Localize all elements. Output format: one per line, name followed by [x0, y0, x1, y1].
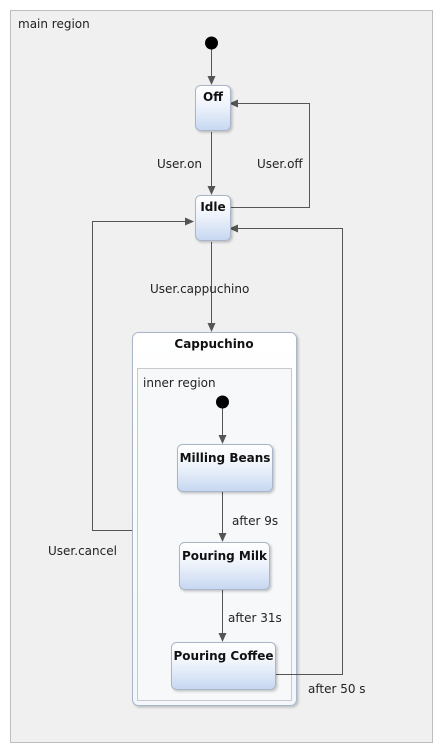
transition-label-user-on: User.on: [157, 157, 202, 171]
transition-label-after-50s: after 50 s: [308, 682, 366, 696]
main-region-label: main region: [18, 17, 90, 31]
state-pouring-milk[interactable]: Pouring Milk: [179, 542, 270, 590]
edge-coffee-to-idle: [229, 224, 343, 675]
state-milling-beans[interactable]: Milling Beans: [177, 444, 273, 492]
state-idle-name: Idle: [200, 200, 225, 214]
transition-label-after-9s: after 9s: [232, 514, 278, 528]
transition-label-user-cancel: User.cancel: [48, 544, 117, 558]
edge-cappuchino-to-idle: [92, 217, 194, 531]
transition-label-after-31s: after 31s: [228, 611, 282, 625]
initial-pseudostate-inner: [216, 395, 229, 409]
transition-label-user-cappuchino: User.cappuchino: [150, 282, 249, 296]
state-milling-beans-name: Milling Beans: [180, 451, 271, 465]
state-idle[interactable]: Idle: [195, 195, 231, 241]
state-cappuchino-name: Cappuchino: [174, 337, 253, 351]
transition-label-user-off: User.off: [257, 157, 303, 171]
initial-pseudostate-main: [205, 36, 218, 50]
inner-region-label: inner region: [143, 376, 216, 390]
state-pouring-coffee[interactable]: Pouring Coffee: [171, 642, 276, 690]
state-pouring-milk-name: Pouring Milk: [182, 549, 268, 563]
state-pouring-coffee-name: Pouring Coffee: [174, 649, 274, 663]
edge-idle-to-off: [228, 99, 310, 208]
state-off-name: Off: [203, 90, 223, 104]
state-off[interactable]: Off: [195, 85, 231, 131]
